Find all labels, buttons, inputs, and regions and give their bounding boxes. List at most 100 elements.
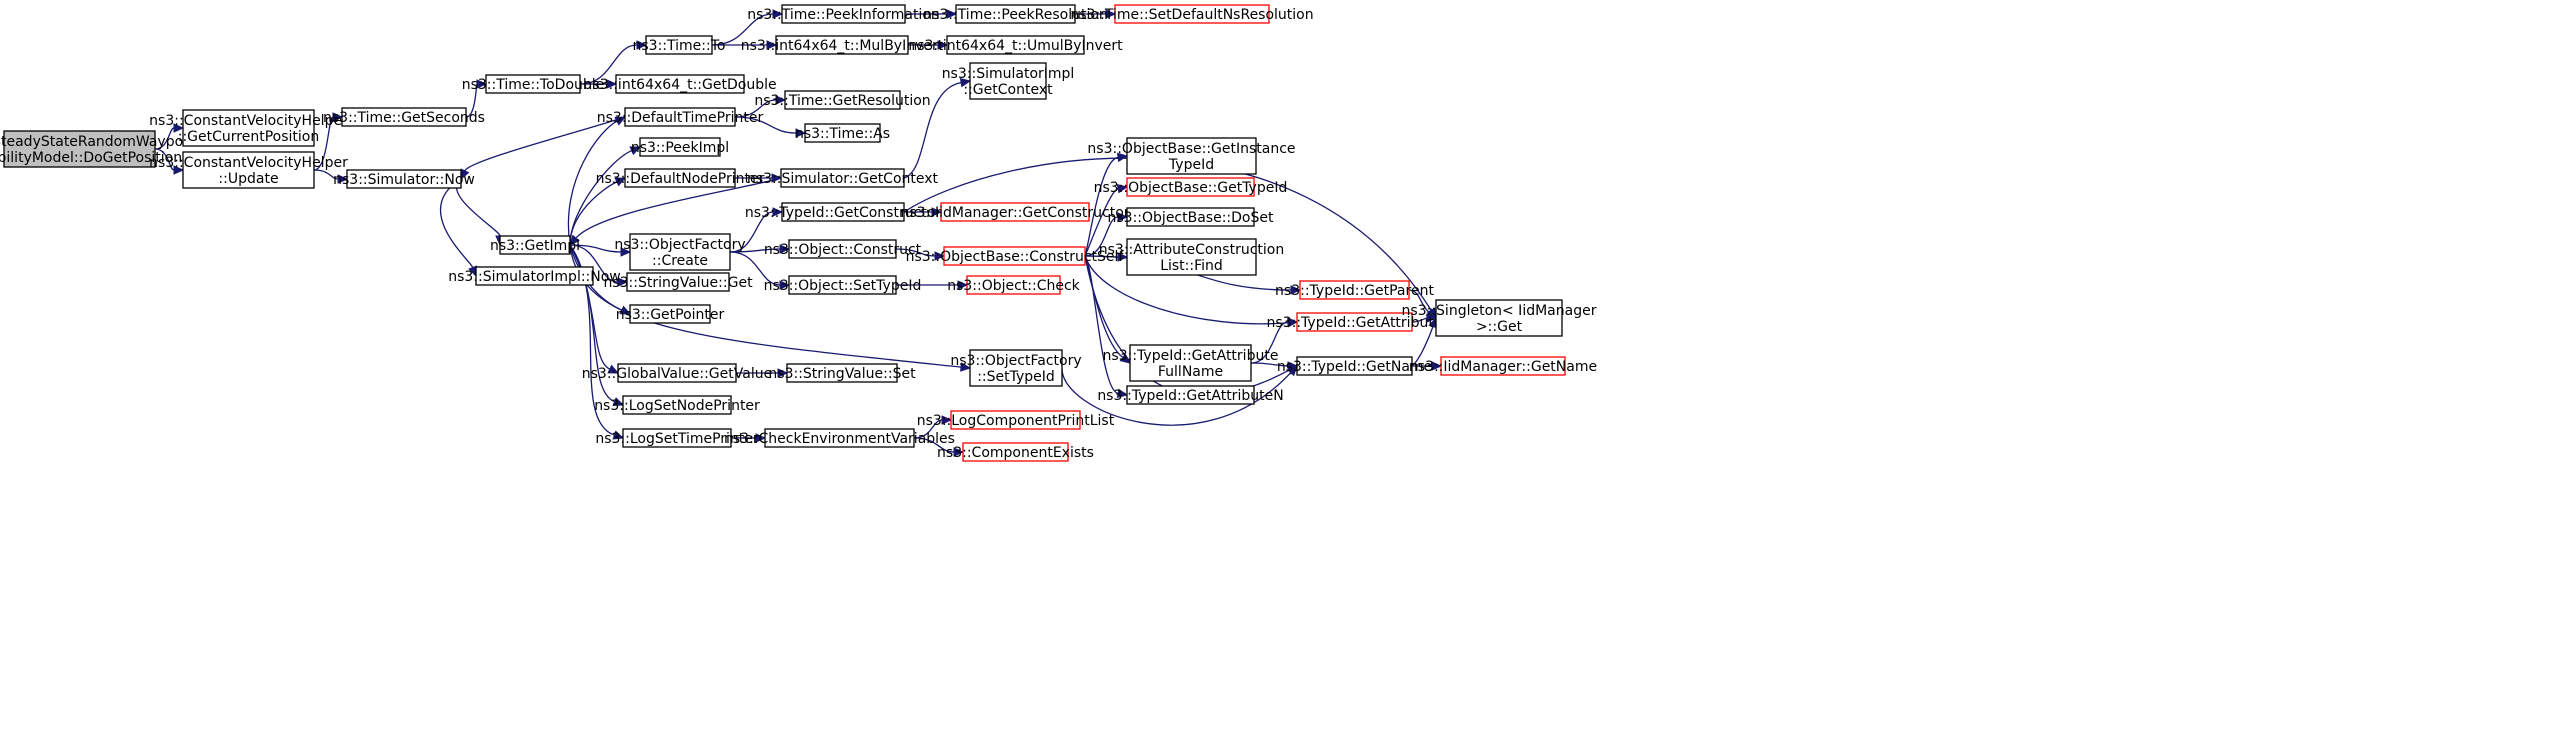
- edge-arrowhead: [953, 447, 965, 457]
- node-objectbase_constructself[interactable]: ns3::ObjectBase::ConstructSelf: [906, 246, 1125, 266]
- node-logcomponentprintlist[interactable]: ns3::LogComponentPrintList: [917, 410, 1115, 430]
- edge-arrowhead: [614, 116, 627, 126]
- edge-line: [575, 177, 782, 239]
- edge-logsettimeprinter-to-checkenvvars: [730, 433, 767, 443]
- node-singleton_get[interactable]: ns3::Singleton< IidManager >::Get: [1402, 299, 1597, 337]
- node-label: ns3::TypeId::GetAttribute: [1103, 348, 1279, 364]
- node-typeid_getconstructor[interactable]: ns3::TypeId::GetConstructor: [745, 202, 941, 222]
- node-stringvalue_get[interactable]: ns3::StringValue::Get: [603, 272, 753, 292]
- node-box: [962, 442, 1069, 462]
- node-stringvalue_set[interactable]: ns3::StringValue::Set: [768, 363, 916, 383]
- edge-typeid_getattributefullname-to-typeid_getname: [1250, 361, 1299, 371]
- edge-line: [313, 116, 334, 171]
- edge-root-to-cvh_getpos: [154, 123, 185, 150]
- node-checkenvvars[interactable]: ns3::CheckEnvironmentVariables: [724, 428, 955, 448]
- node-peekimpl[interactable]: ns3::PeekImpl: [631, 137, 729, 157]
- node-time_getseconds[interactable]: ns3::Time::GetSeconds: [323, 107, 485, 127]
- node-label: ns3::LogComponentPrintList: [917, 413, 1115, 429]
- node-logsetnodeprinter[interactable]: ns3::LogSetNodePrinter: [594, 395, 760, 415]
- node-typeid_getparent[interactable]: ns3::TypeId::GetParent: [1275, 280, 1434, 300]
- edge-line: [154, 127, 175, 150]
- node-object_check[interactable]: ns3::Object::Check: [947, 275, 1081, 295]
- node-label: ns3::ComponentExists: [937, 445, 1094, 461]
- node-sim_getcontext[interactable]: ns3::Simulator::GetContext: [747, 168, 939, 188]
- node-iidmanager_getconstructor[interactable]: ns3::IidManager::GetConstructor: [900, 202, 1130, 222]
- node-label: ns3::Object::Construct: [764, 242, 922, 258]
- node-logsettimeprinter[interactable]: ns3::LogSetTimePrinter: [595, 428, 759, 448]
- node-objfactory_settypeid[interactable]: ns3::ObjectFactory::SetTypeId: [950, 349, 1082, 387]
- node-label: ns3::Object::SetTypeId: [764, 278, 922, 294]
- node-typeid_getattribute[interactable]: ns3::TypeId::GetAttribute: [1267, 312, 1443, 332]
- node-box: [1296, 356, 1413, 376]
- node-typeid_getname[interactable]: ns3::TypeId::GetName: [1277, 356, 1432, 376]
- node-objfactory_create[interactable]: ns3::ObjectFactory::Create: [614, 233, 746, 271]
- node-box: [475, 266, 594, 286]
- node-label: ::SetTypeId: [977, 369, 1055, 385]
- edge-typeid_getconstructor-to-iidmanager_getconstructor: [904, 207, 943, 217]
- node-time_peekinfo[interactable]: ns3::Time::PeekInformation: [747, 4, 940, 24]
- node-object_settypeid[interactable]: ns3::Object::SetTypeId: [764, 275, 922, 295]
- edge-line: [439, 178, 474, 268]
- node-int64_getdouble[interactable]: ns3::int64x64_t::GetDouble: [583, 74, 777, 94]
- node-sim_now[interactable]: ns3::Simulator::Now: [333, 169, 475, 189]
- node-objectbase_gettypeid[interactable]: ns3::ObjectBase::GetTypeId: [1094, 177, 1288, 197]
- node-getimpl[interactable]: ns3::GetImpl: [490, 235, 580, 255]
- node-label: ns3::ObjectFactory: [614, 237, 745, 253]
- node-time_setdefault[interactable]: ns3::Time::SetDefaultNsResolution: [1070, 4, 1314, 24]
- node-box: [1114, 4, 1270, 24]
- node-simimpl_getcontext[interactable]: ns3::SimulatorImpl::GetContext: [942, 62, 1075, 100]
- node-componentexists[interactable]: ns3::ComponentExists: [937, 442, 1094, 462]
- node-box: [786, 363, 898, 383]
- node-box: [639, 137, 721, 157]
- edge-line: [1250, 321, 1289, 364]
- node-label: MobilityModel::DoGetPosition: [0, 150, 182, 166]
- node-time_getres[interactable]: ns3::Time::GetResolution: [754, 90, 931, 110]
- edge-arrowhead: [941, 415, 953, 425]
- node-iidmanager_getname[interactable]: ns3::IidManager::GetName: [1409, 356, 1597, 376]
- node-time_peekres[interactable]: ns3::Time::PeekResolution: [923, 4, 1108, 24]
- node-defaultnodeprinter[interactable]: ns3::DefaultNodePrinter: [596, 168, 765, 188]
- node-cvh_update[interactable]: ns3::ConstantVelocityHelper::Update: [149, 151, 348, 189]
- edge-arrowhead: [606, 79, 618, 89]
- node-box: [969, 62, 1047, 100]
- edge-arrowhead: [779, 244, 791, 254]
- edge-line: [1084, 216, 1119, 257]
- node-time_as[interactable]: ns3::Time::As: [795, 123, 890, 143]
- node-box: [1126, 238, 1257, 276]
- edge-line: [569, 149, 633, 246]
- edge-arrowhead: [337, 174, 349, 184]
- node-object_construct[interactable]: ns3::Object::Construct: [764, 239, 922, 259]
- edge-object_construct-to-objectbase_constructself: [895, 248, 946, 261]
- node-cvh_getpos[interactable]: ns3::ConstantVelocityHelper::GetCurrentP…: [149, 109, 348, 147]
- node-simimpl_now[interactable]: ns3::SimulatorImpl::Now: [448, 266, 621, 286]
- node-int64_mulbyinvert[interactable]: ns3::int64x64_t::MulByInvert: [741, 35, 944, 55]
- edge-objectbase_constructself-to-typeid_getattributefullname: [1084, 255, 1131, 364]
- node-label: ns3::ObjectBase::GetInstance: [1087, 141, 1295, 157]
- node-defaulttimeprinter[interactable]: ns3::DefaultTimePrinter: [597, 107, 764, 127]
- edge-cvh_update-to-sim_now: [313, 169, 349, 184]
- node-box: [804, 123, 881, 143]
- node-label: ns3::Simulator::Now: [333, 172, 475, 188]
- node-typeid_getattributen[interactable]: ns3::TypeId::GetAttributeN: [1097, 385, 1284, 405]
- node-time_to[interactable]: ns3::Time::To: [633, 35, 726, 55]
- node-int64_umulbyinvert[interactable]: ns3::int64x64_t::UmulByInvert: [908, 35, 1123, 55]
- node-globalvalue_getvalue[interactable]: ns3::GlobalValue::GetValue: [582, 363, 772, 383]
- node-objectbase_doset[interactable]: ns3::ObjectBase::DoSet: [1108, 207, 1274, 227]
- node-label: ns3::GlobalValue::GetValue: [582, 366, 772, 382]
- node-getpointer[interactable]: ns3::GetPointer: [616, 304, 725, 324]
- node-box: [969, 349, 1063, 387]
- node-root[interactable]: ns3::SteadyStateRandomWaypointMobilityMo…: [0, 130, 202, 168]
- edge-arrowhead: [1287, 317, 1299, 327]
- node-box: [341, 107, 467, 127]
- edge-arrowhead: [766, 40, 778, 50]
- node-box: [629, 304, 711, 324]
- node-box: [946, 35, 1085, 55]
- node-time_todouble[interactable]: ns3::Time::ToDouble: [462, 74, 605, 94]
- edge-arrowhead: [617, 277, 629, 287]
- node-box: [622, 395, 732, 415]
- edge-arrowhead: [1290, 285, 1302, 295]
